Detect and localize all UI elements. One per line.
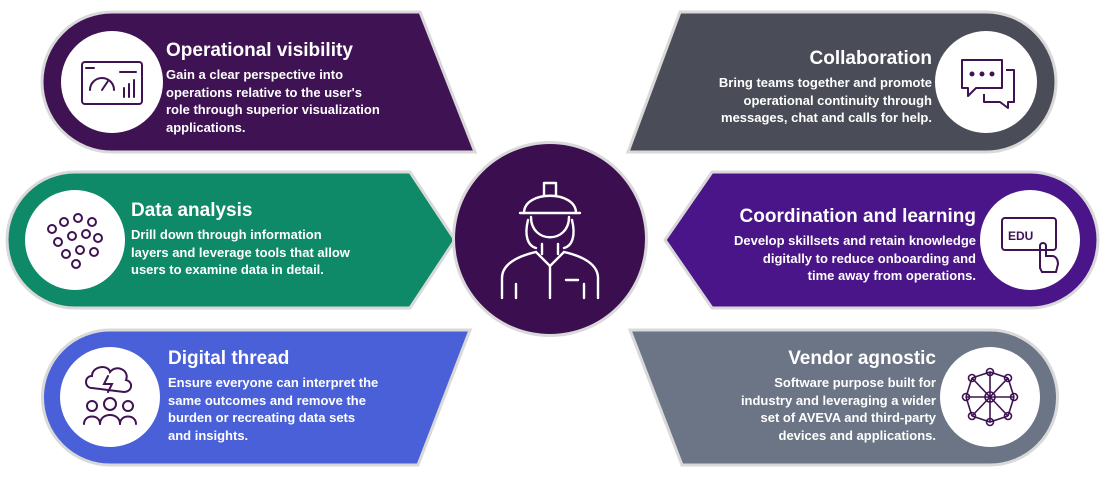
body-line: applications. [166,119,246,135]
body-line: Software purpose built for [774,375,936,390]
vendor-agnostic-title: Vendor agnostic [788,348,936,369]
digital-thread-body: Ensure everyone can interpret the same o… [168,374,418,444]
card-collaboration [625,10,1058,154]
body-line: messages, chat and calls for help. [721,110,932,125]
collaboration-body: Bring teams together and promote operati… [680,74,932,127]
vendor-agnostic-body: Software purpose built for industry and … [690,374,936,444]
body-line: digitally to reduce onboarding and [762,250,976,266]
team-idea-icon [83,366,137,425]
body-line: and insights. [168,427,249,443]
body-line: Drill down through information [131,227,322,242]
collaboration-icon-disc [935,31,1037,133]
operational-visibility-text: Operational visibility Gain a clear pers… [166,40,416,136]
edu-touch-icon: EDU [1001,217,1060,273]
coordination-and-learning-text: Coordination and learning Develop skills… [700,206,976,285]
collaboration-title: Collaboration [809,48,932,69]
body-line: Ensure everyone can interpret the [168,375,379,390]
chat-bubbles-icon [961,59,1015,109]
card-coordination-and-learning: EDU [663,170,1100,310]
coordination-and-learning-body: Develop skillsets and retain knowledge d… [700,232,976,285]
body-line: devices and applications. [778,427,937,443]
operational-visibility-title: Operational visibility [166,40,353,61]
body-line: role through superior visualization [166,102,380,117]
operational-visibility-body: Gain a clear perspective into operations… [166,66,416,136]
body-line: time away from operations. [807,268,976,283]
body-line: same outcomes and remove the [168,392,366,408]
worker-hardhat-icon [500,181,600,300]
collaboration-text: Collaboration Bring teams together and p… [680,48,932,127]
body-line: Gain a clear perspective into [166,67,344,82]
dashboard-icon [81,61,143,105]
coordination-and-learning-title: Coordination and learning [739,206,976,227]
data-cluster-icon [47,213,103,269]
center-disc [455,144,645,334]
body-line: Bring teams together and promote [718,75,932,90]
center-hub [452,141,648,337]
body-line: operational continuity through [743,92,933,108]
body-line: burden or recreating data sets [168,410,356,425]
body-line: industry and leveraging a wider [740,392,936,408]
coordination-icon-disc [980,190,1080,290]
card-operational-visibility [40,10,478,154]
body-line: layers and leverage tools that allow [131,244,350,260]
digital-thread-text: Digital thread Ensure everyone can inter… [168,348,418,444]
data-analysis-title: Data analysis [131,200,253,221]
card-digital-thread [41,328,473,467]
data-analysis-text: Data analysis Drill down through informa… [131,200,401,279]
digital-thread-title: Digital thread [168,348,290,369]
body-line: set of AVEVA and third-party [760,410,936,425]
body-line: operations relative to the user's [166,84,362,100]
data-analysis-body: Drill down through information layers an… [131,226,401,279]
vendor-agnostic-text: Vendor agnostic Software purpose built f… [690,348,936,444]
body-line: Develop skillsets and retain knowledge [733,233,976,248]
body-line: users to examine data in detail. [131,262,324,277]
card-data-analysis [5,170,457,310]
svg-text:EDU: EDU [1008,229,1033,243]
card-vendor-agnostic [627,328,1059,467]
network-icon [961,367,1019,427]
